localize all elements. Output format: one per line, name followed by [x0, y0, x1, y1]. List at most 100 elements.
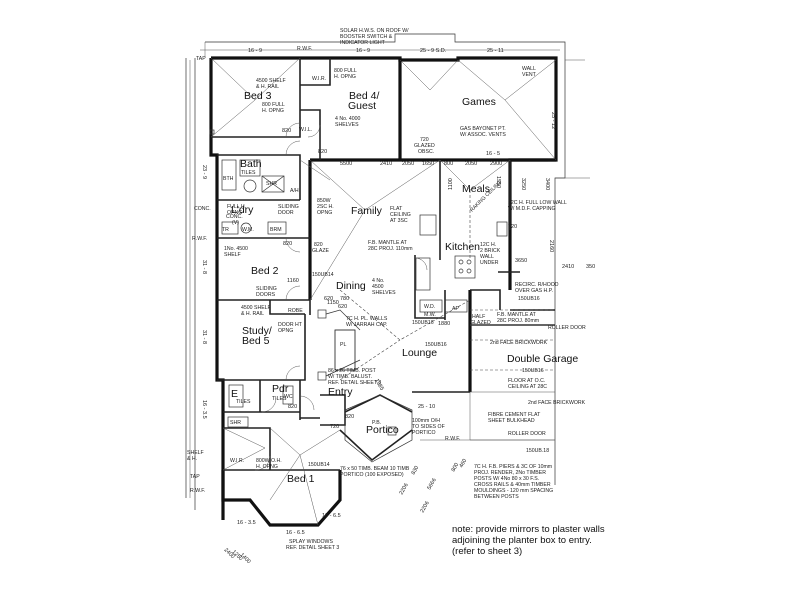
ann-shelf-bed3: & H. RAIL: [256, 84, 279, 90]
plan-note: note: provide mirrors to plaster walls a…: [452, 524, 605, 557]
ann-floor: FLOOR AT O.C.: [508, 378, 545, 384]
ann-brickwall: 2 BRICK: [480, 248, 501, 254]
ann-brickwall: 12C H.: [480, 242, 496, 248]
ann-piers: 7C H. F.B. PIERS & 3C OF 10mm: [474, 464, 552, 470]
ann-shelf-study: & H. RAIL: [241, 311, 264, 317]
dim: 1550: [495, 176, 501, 188]
label-conc-v: (V): [232, 220, 239, 226]
fixtures: [209, 129, 508, 428]
ann-ub: 150UB16: [518, 296, 540, 302]
dim: 16 - 9: [356, 48, 370, 54]
label-ah: A/H: [290, 188, 299, 194]
ann-rwf: R.W.F.: [297, 46, 312, 52]
ann-piers: CROSS RAILS & 40mm TIMBER: [474, 482, 551, 488]
dim: 720: [330, 424, 339, 430]
ann-glaze820: GLAZE: [312, 248, 330, 254]
dim: 2410: [380, 161, 392, 167]
exterior-walls: [209, 56, 558, 527]
ann-floor: CEILING AT 28C: [508, 384, 547, 390]
entry-planter: [317, 309, 361, 381]
ann-glazed: OBSC.: [418, 149, 434, 155]
room-ensuite: E: [231, 388, 238, 400]
ann-halfglazed: HALF: [472, 314, 485, 320]
ann-doorht: OPNG: [278, 328, 293, 334]
ann-solar: BOOSTER SWITCH &: [340, 34, 393, 40]
dim: 5500: [340, 161, 352, 167]
fixture-labels: W.I.R. W.I.L. A/H SHR BTH TR W.M. BRM RO…: [222, 76, 459, 464]
ann-shelf-bed2: 1No. 4500: [224, 246, 248, 252]
room-pdr: Pdr: [272, 383, 289, 395]
ann-bed1-opening: 800W O.H.: [256, 458, 282, 464]
ceiling-lines: [210, 57, 557, 526]
dim: 2206: [399, 482, 410, 496]
ann-fullh3: OPNG: [227, 210, 242, 216]
ann-rwf: R.W.F.: [445, 436, 460, 442]
label-ldry-tr: TR: [222, 227, 229, 233]
dim: 830: [411, 465, 421, 476]
dim: 620: [324, 296, 333, 302]
dim: 16 - 3.5: [237, 520, 256, 526]
dim: 2050: [465, 161, 477, 167]
ann-halfglazed: GLAZED: [470, 320, 491, 326]
room-entry: Entry: [328, 386, 353, 398]
dim: 720: [508, 224, 517, 230]
ann-ub: 150UB16: [425, 342, 447, 348]
ann-flat-ceiling: FLAT: [390, 206, 403, 212]
room-bath: Bath: [240, 158, 262, 170]
dim: 2206: [420, 500, 431, 514]
ann-family-opening: OPNG: [317, 210, 332, 216]
room-lounge: Lounge: [402, 347, 437, 359]
ann-dining-shelves: 4 No.: [372, 278, 384, 284]
label-wd: W.D.: [424, 304, 435, 310]
dim: 3400: [544, 178, 550, 190]
dim: 31 - 8: [201, 330, 207, 344]
ann-sliding2: SLIDING: [256, 286, 277, 292]
label-wc: WC: [284, 394, 293, 400]
ann-shelf-study: 4500 SHELF: [241, 305, 271, 311]
dim: 800: [451, 462, 461, 473]
annotations: SOLAR H.W.S. ON ROOF W/ BOOSTER SWITCH &…: [187, 28, 586, 551]
ann-bed1-ub: 150UB14: [308, 462, 330, 468]
dim: 820: [282, 128, 291, 134]
dim: 16 - 5: [486, 151, 500, 157]
dim: 16 - 9: [248, 48, 262, 54]
label-shr-ens: SHR: [230, 420, 241, 426]
room-bed2: Bed 2: [251, 265, 279, 277]
room-bed3: Bed 3: [244, 90, 272, 102]
ann-dining-shelves: SHELVES: [372, 290, 396, 296]
ann-solar: SOLAR H.W.S. ON ROOF W/: [340, 28, 409, 34]
ann-ub: 150UB16: [522, 368, 544, 374]
ann-brickwall: UNDER: [480, 260, 499, 266]
dim: 16 - 6.5: [322, 513, 341, 519]
ann-brickwall: WALL: [480, 254, 494, 260]
dim: 3650: [515, 258, 527, 264]
dim: 25 - 9 S.D.: [420, 48, 447, 54]
ann-fullh: H. OPNG: [262, 108, 284, 114]
ann-gas: GAS BAYONET PT.: [460, 126, 506, 132]
ann-dining-shelves: 4500: [372, 284, 384, 290]
ann-fullh3: FULL H.: [227, 204, 246, 210]
ann-sliding: SLIDING: [278, 204, 299, 210]
dimension-labels: 16 - 9 16 - 9 25 - 9 S.D. 25 - 11 25 - 1…: [201, 48, 595, 565]
room-family: Family: [351, 205, 383, 217]
room-meals: Meals: [462, 183, 490, 195]
label-bth: BTH: [223, 176, 234, 182]
dim: 1880: [438, 321, 450, 327]
ann-glazed: GLAZED: [414, 143, 435, 149]
room-bed1: Bed 1: [287, 473, 315, 485]
ann-solar: INDICATOR LIGHT: [340, 40, 386, 46]
dim: 2050: [402, 161, 414, 167]
room-laundry: L'dry: [231, 204, 254, 216]
ann-fullh: 800 FULL: [334, 68, 357, 74]
ann-ub: 150UB16: [412, 320, 434, 326]
ann-shelves: SHELVES: [335, 122, 359, 128]
ann-ub: 150UB.18: [526, 448, 549, 454]
dimension-frame: [185, 33, 590, 510]
ann-ub: 150UB14: [312, 272, 334, 278]
room-bed4: Bed 4/: [349, 90, 379, 102]
ann-wallvent: VENT: [522, 72, 537, 78]
ann-tap: TAP: [196, 56, 206, 62]
ann-overhang: TO SIDES OF: [412, 424, 445, 430]
ann-splay-windows: REF. DETAIL SHEET 3: [286, 545, 339, 551]
